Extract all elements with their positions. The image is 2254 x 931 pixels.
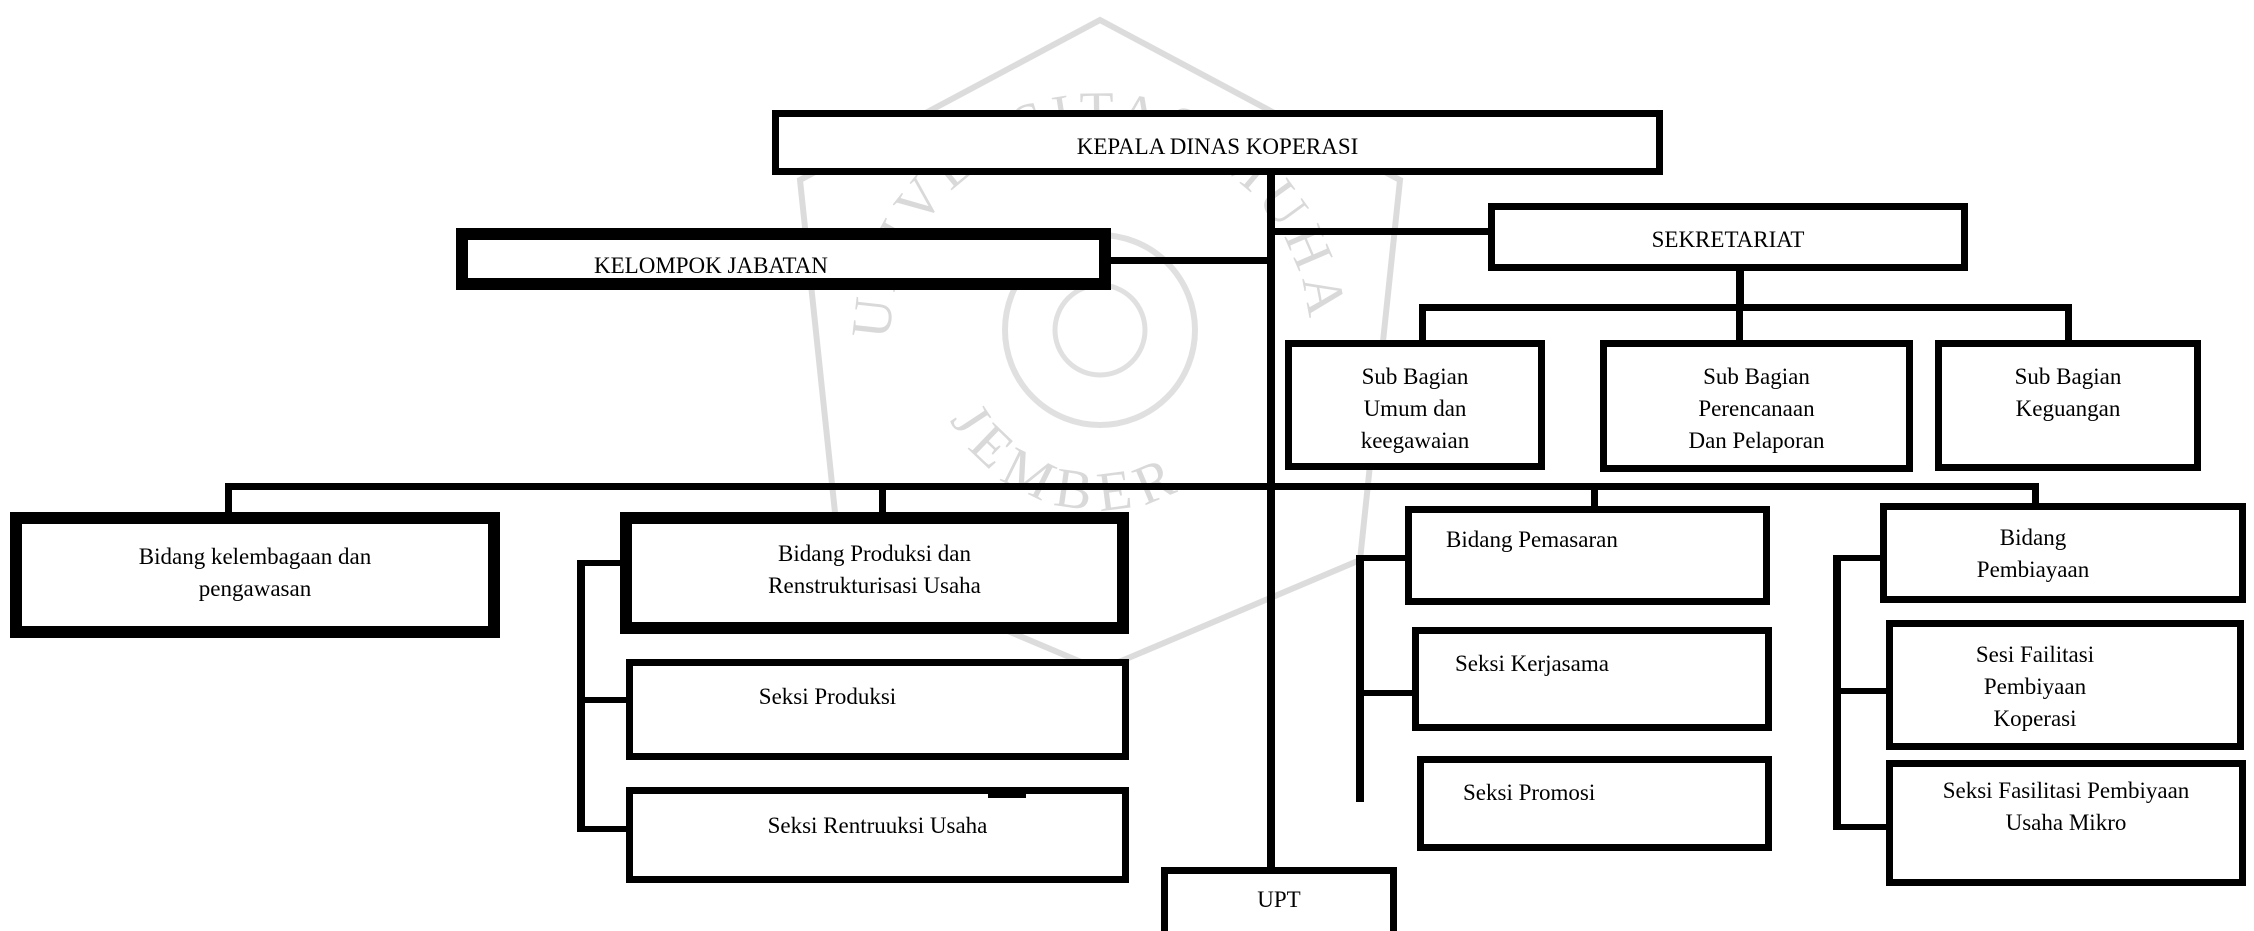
head-label: KEPALA DINAS KOPERASI: [1076, 134, 1359, 159]
division-box-pemasaran: Bidang Pemasaran: [1405, 506, 1770, 605]
division-label-pemasaran: Bidang Pemasaran: [1446, 527, 1618, 552]
division-box-produksi: Bidang Produksi dan Renstrukturisasi Usa…: [620, 512, 1129, 634]
section-box-fasilitasi-koperasi: Sesi Failitasi Pembiyaan Koperasi: [1886, 620, 2244, 750]
pemasaran-bracket-vertical: [1356, 555, 1364, 802]
section-label-kerjasama: Seksi Kerjasama: [1455, 651, 1609, 676]
pembiayaan-bracket-top: [1833, 555, 1885, 561]
section-label-restrukturisasi: Seksi Rentruuksi Usaha: [767, 813, 988, 838]
sub-section-box-1: Sub Bagian Umum dan keegawaian: [1285, 340, 1545, 470]
division-bar: [225, 483, 2039, 490]
secretariat-connector: [1271, 228, 1493, 235]
watermark-text-bottom: JEMBER: [938, 393, 1182, 524]
division-label-pembiayaan: Bidang Pembiayaan: [1976, 525, 2090, 582]
section-label-promosi: Seksi Promosi: [1463, 780, 1596, 805]
division-drop-3: [1591, 483, 1598, 513]
division-drop-2: [879, 483, 886, 513]
produksi-bracket-vertical: [577, 560, 585, 830]
section-box-promosi: Seksi Promosi: [1417, 756, 1772, 851]
pemasaran-bracket-mid: [1356, 690, 1418, 696]
secretariat-drop-line: [1736, 268, 1744, 308]
sub-section-box-3: Sub Bagian Keguangan: [1935, 340, 2201, 471]
section-label-fasilitasi-koperasi: Sesi Failitasi Pembiyaan Koperasi: [1975, 642, 2095, 731]
section-box-fasilitasi-mikro: Seksi Fasilitasi Pembiyaan Usaha Mikro: [1886, 760, 2246, 886]
svg-text:JEMBER: JEMBER: [938, 393, 1192, 524]
section-box-restrukturisasi: Seksi Rentruuksi Usaha: [626, 787, 1129, 883]
secretariat-box: SEKRETARIAT: [1488, 203, 1968, 271]
section-label-produksi: Seksi Produksi: [758, 684, 897, 709]
section-label-fasilitasi-mikro: Seksi Fasilitasi Pembiyaan Usaha Mikro: [1942, 778, 2190, 835]
main-trunk-line: [1267, 175, 1275, 870]
section-box-kerjasama: Seksi Kerjasama: [1412, 627, 1772, 731]
pembiayaan-bracket-mid: [1833, 688, 1891, 694]
functional-group-label: KELOMPOK JABATAN: [594, 253, 828, 278]
sub-section-drop-2: [1736, 304, 1743, 342]
produksi-bracket-top: [577, 560, 625, 566]
division-box-kelembagaan: Bidang kelembagaan dan pengawasan: [10, 512, 500, 638]
pembiayaan-bracket-bottom: [1833, 824, 1891, 830]
sub-section-bar: [1419, 304, 2072, 311]
division-drop-1: [225, 483, 232, 513]
sub-section-box-2: Sub Bagian Perencanaan Dan Pelaporan: [1600, 340, 1913, 472]
functional-group-connector: [1105, 257, 1271, 264]
sub-section-label-1: Sub Bagian Umum dan keegawaian: [1360, 364, 1470, 453]
section-box-produksi: Seksi Produksi: [626, 659, 1129, 760]
upt-box: UPT: [1161, 867, 1397, 931]
head-box: KEPALA DINAS KOPERASI: [772, 110, 1663, 175]
sub-section-label-3: Sub Bagian Keguangan: [2014, 364, 2122, 421]
sub-section-label-2: Sub Bagian Perencanaan Dan Pelaporan: [1688, 364, 1825, 453]
division-drop-4: [2032, 483, 2039, 507]
secretariat-label: SEKRETARIAT: [1651, 227, 1805, 252]
pemasaran-bracket-top: [1356, 555, 1412, 561]
upt-label: UPT: [1257, 887, 1301, 912]
division-label-kelembagaan: Bidang kelembagaan dan pengawasan: [138, 544, 372, 601]
sub-section-drop-3: [2065, 304, 2072, 342]
division-label-produksi: Bidang Produksi dan Renstrukturisasi Usa…: [768, 541, 981, 598]
produksi-bracket-bottom: [577, 826, 629, 832]
box-edge-tick: [988, 789, 1026, 798]
functional-group-box: KELOMPOK JABATAN: [456, 228, 1111, 290]
sub-section-drop-1: [1419, 304, 1426, 342]
division-box-pembiayaan: Bidang Pembiayaan: [1880, 503, 2246, 603]
produksi-bracket-mid: [577, 697, 629, 703]
